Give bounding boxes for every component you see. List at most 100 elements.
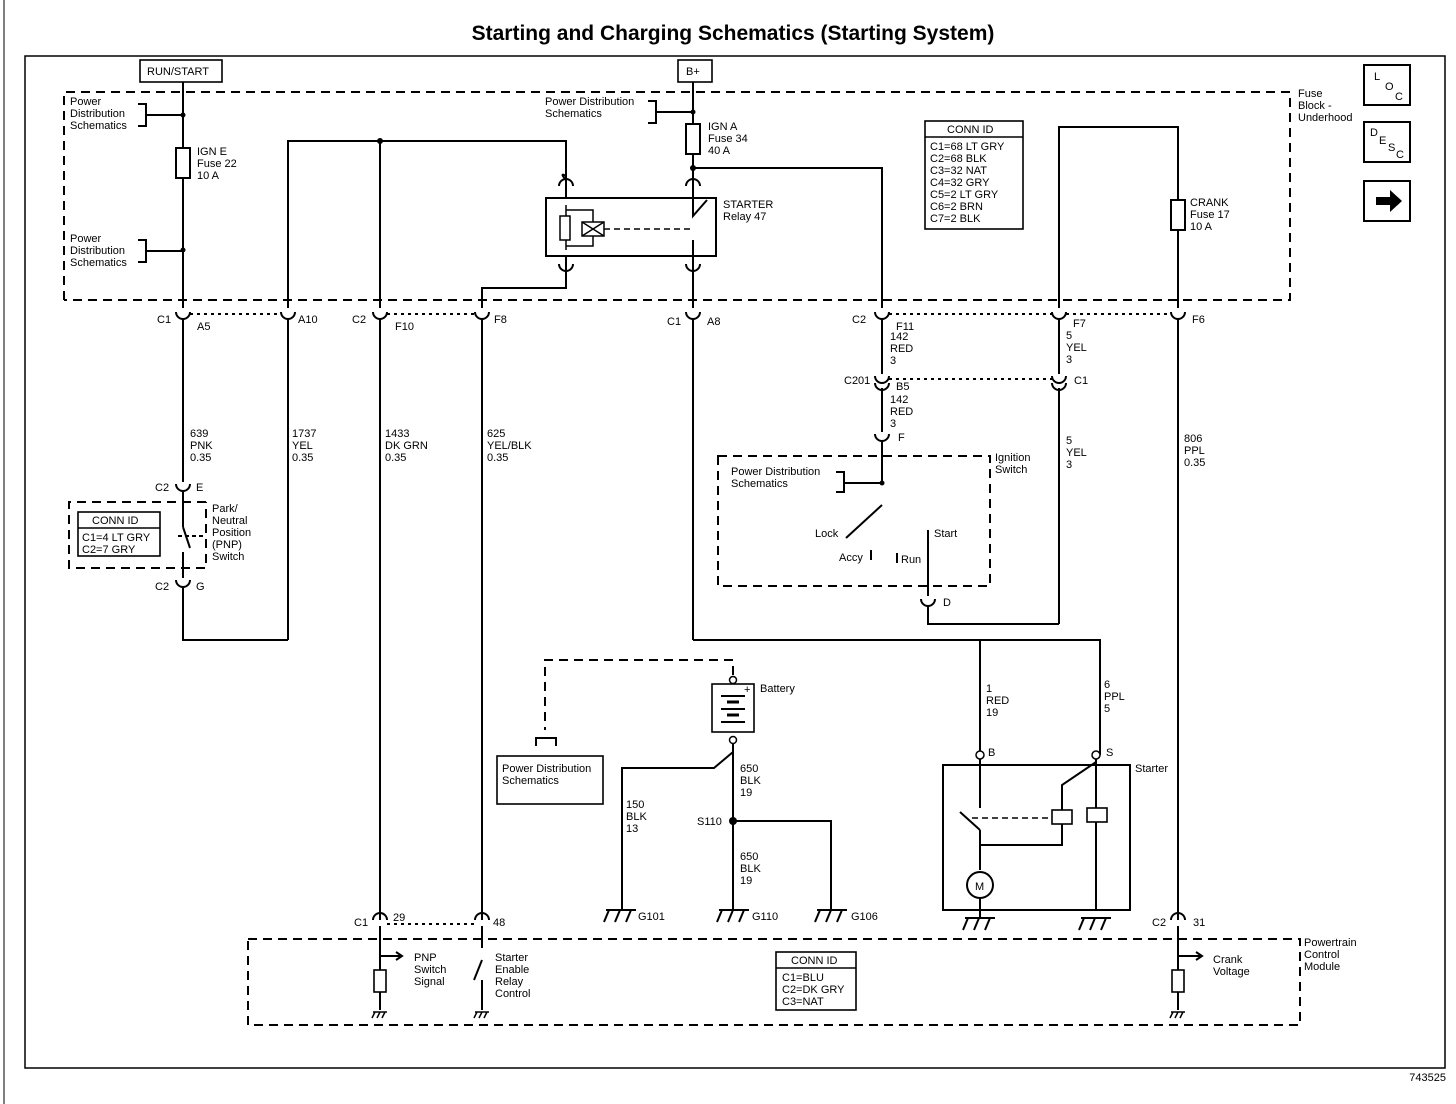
ignition-lock-label: Lock (815, 528, 839, 540)
svg-text:Schematics: Schematics (70, 257, 127, 269)
svg-text:C7=2 BLK: C7=2 BLK (930, 213, 981, 225)
connector-d: D (943, 597, 951, 609)
svg-text:Signal: Signal (414, 976, 445, 988)
svg-text:Fuse 34: Fuse 34 (708, 133, 748, 145)
next-arrow-button[interactable] (1363, 180, 1411, 222)
svg-text:5: 5 (1066, 330, 1072, 342)
svg-text:Control: Control (495, 988, 530, 1000)
svg-text:C5=2 LT GRY: C5=2 LT GRY (930, 189, 999, 201)
svg-text:C3=NAT: C3=NAT (782, 996, 824, 1008)
svg-text:B5: B5 (896, 381, 909, 393)
svg-text:Power Distribution: Power Distribution (545, 96, 634, 108)
svg-text:Underhood: Underhood (1298, 112, 1352, 124)
svg-text:31: 31 (1193, 917, 1205, 929)
battery-label: Battery (760, 683, 795, 695)
conn-id-pcm: CONN ID C1=BLU C2=DK GRY C3=NAT (775, 951, 857, 1011)
svg-text:C: C (1396, 149, 1404, 161)
svg-text:Schematics: Schematics (502, 775, 559, 787)
svg-text:PNK: PNK (190, 440, 213, 452)
svg-text:Switch: Switch (212, 551, 244, 563)
svg-text:C: C (1395, 91, 1403, 103)
svg-text:Relay: Relay (495, 976, 524, 988)
svg-text:Relay 47: Relay 47 (723, 211, 766, 223)
svg-text:19: 19 (740, 787, 752, 799)
svg-text:C1: C1 (667, 316, 681, 328)
figure-id: 743525 (1409, 1072, 1446, 1084)
svg-text:0.35: 0.35 (487, 452, 508, 464)
svg-text:625: 625 (487, 428, 505, 440)
svg-text:Schematics: Schematics (731, 478, 788, 490)
svg-text:RUN/START: RUN/START (147, 66, 209, 78)
starter-motor: B S Starter M (942, 747, 1168, 931)
svg-text:C1=BLU: C1=BLU (782, 972, 824, 984)
right-arrow-icon (1376, 190, 1402, 212)
svg-text:G110: G110 (752, 911, 778, 923)
svg-text:A10: A10 (298, 314, 318, 326)
svg-text:Power Distribution: Power Distribution (502, 763, 591, 775)
svg-text:0.35: 0.35 (385, 452, 406, 464)
svg-text:B: B (988, 747, 995, 759)
fuse-block-label: Fuse Block - Underhood (1298, 88, 1352, 124)
svg-text:0.35: 0.35 (190, 452, 211, 464)
svg-text:CRANK: CRANK (1190, 197, 1229, 209)
svg-text:STARTER: STARTER (723, 199, 773, 211)
svg-text:C1: C1 (1074, 375, 1088, 387)
svg-text:1737: 1737 (292, 428, 316, 440)
svg-text:RED: RED (986, 695, 1009, 707)
svg-text:RED: RED (890, 406, 913, 418)
svg-text:+: + (744, 684, 750, 696)
svg-text:CONN ID: CONN ID (92, 515, 139, 527)
connector-row-fuse-block: C1 A5 A10 C2 F10 F8 C1 A8 C2 F11 F7 F6 (157, 311, 1205, 333)
run-start-source: RUN/START (139, 59, 223, 83)
svg-text:CONN ID: CONN ID (947, 124, 994, 136)
svg-text:3: 3 (890, 355, 896, 367)
svg-text:3: 3 (1066, 354, 1072, 366)
svg-text:G: G (196, 581, 205, 593)
svg-text:YEL: YEL (292, 440, 313, 452)
connector-row-pcm: C1 29 48 C2 31 (354, 912, 1205, 929)
loc-button[interactable]: L O C (1363, 64, 1411, 106)
ign-e-fuse-label: IGN E Fuse 22 10 A (197, 146, 237, 182)
svg-text:C1=68 LT GRY: C1=68 LT GRY (930, 141, 1005, 153)
pnp-switch-outline (68, 501, 207, 569)
svg-text:CONN ID: CONN ID (791, 955, 838, 967)
svg-text:YEL: YEL (1066, 342, 1087, 354)
svg-text:F10: F10 (395, 321, 414, 333)
svg-text:A5: A5 (197, 321, 210, 333)
svg-text:639: 639 (190, 428, 208, 440)
outer-frame (24, 55, 1446, 1069)
svg-text:Fuse: Fuse (1298, 88, 1322, 100)
svg-text:A8: A8 (707, 316, 720, 328)
svg-text:48: 48 (493, 917, 505, 929)
svg-text:Switch: Switch (995, 464, 1027, 476)
svg-text:C6=2 BRN: C6=2 BRN (930, 201, 983, 213)
svg-text:806: 806 (1184, 433, 1202, 445)
desc-button[interactable]: D E S C (1363, 121, 1411, 163)
splice-s110: S110 (697, 816, 722, 828)
svg-text:Module: Module (1304, 961, 1340, 973)
svg-text:E: E (196, 482, 203, 494)
svg-text:C2=68 BLK: C2=68 BLK (930, 153, 987, 165)
ignition-run-label: Run (901, 554, 921, 566)
svg-text:C2: C2 (155, 581, 169, 593)
svg-text:C3=32 NAT: C3=32 NAT (930, 165, 987, 177)
svg-text:S: S (1106, 747, 1113, 759)
svg-text:C2: C2 (352, 314, 366, 326)
svg-text:C201: C201 (844, 375, 870, 387)
svg-text:DK GRN: DK GRN (385, 440, 428, 452)
svg-text:C1=4 LT GRY: C1=4 LT GRY (82, 532, 151, 544)
svg-text:Power Distribution: Power Distribution (731, 466, 820, 478)
pcm-outline (247, 938, 1301, 1026)
svg-text:3: 3 (890, 418, 896, 430)
connector-c201: C201 B5 C1 (844, 375, 1088, 393)
